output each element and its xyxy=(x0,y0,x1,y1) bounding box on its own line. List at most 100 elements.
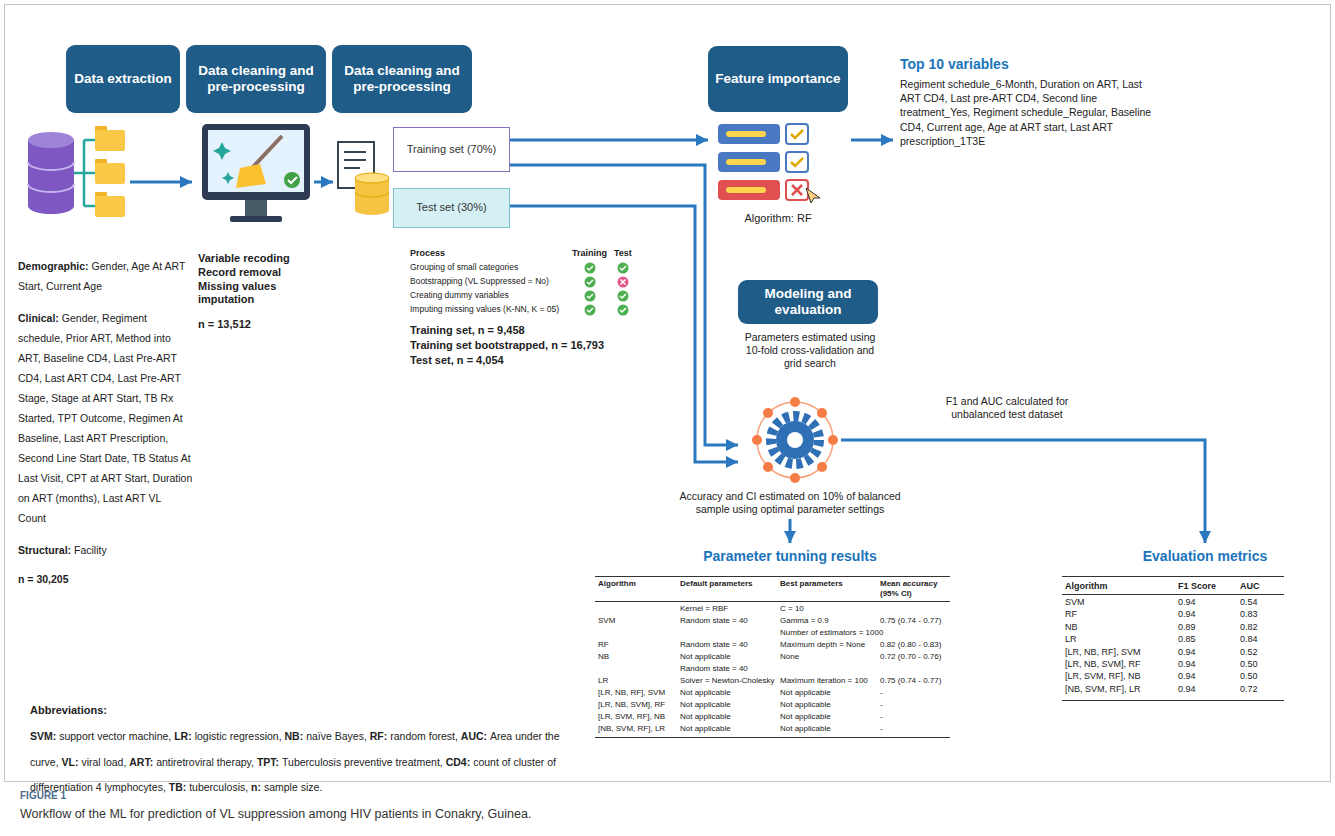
gear-icon xyxy=(763,408,773,418)
check-icons xyxy=(587,308,593,312)
database-icon xyxy=(28,198,74,214)
node-text: Training set (70%) xyxy=(407,143,496,157)
section-heading: Top 10 variables xyxy=(900,56,1120,74)
flow-arrow xyxy=(510,206,738,462)
table-cell: 0.52 xyxy=(1240,647,1290,658)
table-cell: Kernel = RBF xyxy=(680,604,778,614)
database-icon xyxy=(28,162,74,192)
table-cell: [NB, SVM, RF], LR xyxy=(1065,684,1173,695)
feature-icon xyxy=(726,187,766,193)
table-cell: SVM xyxy=(1065,597,1173,608)
check-icons xyxy=(620,308,626,312)
step-header: Feature importance xyxy=(708,46,848,208)
table-cell: 0.75 (0.74 - 0.77) xyxy=(880,616,950,626)
abbreviation: AUC: xyxy=(461,730,487,742)
text-group: Demographic:Gender, Age At ART Start, Cu… xyxy=(18,255,194,295)
table-header: F1 Score xyxy=(1178,581,1228,592)
check-icons xyxy=(585,291,596,302)
feature-icon xyxy=(786,124,808,144)
monitor-icon xyxy=(245,200,267,216)
feature-icon xyxy=(791,130,803,138)
feature-icon xyxy=(718,180,780,200)
table-cell: None xyxy=(780,652,879,662)
abbreviation: logistic regression, xyxy=(195,730,282,742)
table-cell: Number of estimators = 1000 xyxy=(780,628,879,638)
figure-number: FIGURE 1 xyxy=(20,790,220,803)
sample-size: n = 13,512 xyxy=(198,318,320,332)
table-cell: RF xyxy=(1065,609,1173,620)
table-cell: Not applicable xyxy=(680,712,778,722)
check-icons xyxy=(585,305,596,316)
check-icons xyxy=(618,291,629,302)
annotation: Accuracy and CI estimated on 10% of bala… xyxy=(670,490,910,516)
abbreviation: tuberculosis, xyxy=(189,781,248,793)
gear-icon xyxy=(790,473,800,483)
table-cell: [LR, NB, SVM], RF xyxy=(1065,659,1173,670)
flow-arrow xyxy=(789,519,792,543)
process-step: Bootstrapping (VL Suppressed = No) xyxy=(410,276,575,287)
figure-caption: Workflow of the ML for prediction of VL … xyxy=(20,807,1310,823)
abbreviation: sample size. xyxy=(264,781,322,793)
split-database-icon xyxy=(344,152,366,168)
table-cell: C = 10 xyxy=(780,604,879,614)
check-icons xyxy=(618,263,629,274)
table-cell: Maximum depth = None xyxy=(780,640,879,650)
abbreviation: SVM: xyxy=(30,730,56,742)
table-cell: 0.85 xyxy=(1178,634,1228,645)
node-text: Test set (30%) xyxy=(416,201,486,215)
table-cell: RF xyxy=(598,640,678,650)
table-cell: 0.94 xyxy=(1178,671,1228,682)
gear-icon xyxy=(817,462,827,472)
table-header: Default parameters xyxy=(680,579,778,589)
abbreviation: LR: xyxy=(174,730,192,742)
feature-icon xyxy=(718,152,780,172)
check-icons xyxy=(587,266,593,270)
node-text: Data cleaning and pre-processing xyxy=(191,63,321,95)
variable-list: Regiment schedule_6-Month, Duration on A… xyxy=(900,77,1162,148)
abbreviation: VL: xyxy=(62,756,79,768)
process-step: Grouping of small categories xyxy=(410,262,575,273)
step-header: Data cleaning and pre-processing xyxy=(186,45,326,113)
table-cell: 0.50 xyxy=(1240,671,1290,682)
table-cell: Not applicable xyxy=(780,712,879,722)
variable-list: Facility xyxy=(74,544,107,556)
table-cell: - xyxy=(880,688,950,698)
abbreviation: CD4: xyxy=(446,756,471,768)
category-label: Structural: xyxy=(18,544,71,556)
gear-icon xyxy=(828,435,838,445)
split-database-icon xyxy=(338,142,389,215)
section-heading: Parameter tunning results xyxy=(690,548,890,566)
abbreviation: RF: xyxy=(370,730,388,742)
node-text: Data cleaning and pre-processing xyxy=(337,63,467,95)
table-cell: Random state = 40 xyxy=(680,640,778,650)
section-heading: Evaluation metrics xyxy=(1105,548,1305,566)
table-cell: 0.89 xyxy=(1178,622,1228,633)
table-cell: 0.83 xyxy=(1240,609,1290,620)
table-cell: LR xyxy=(598,676,678,686)
node-text: Feature importance xyxy=(715,71,840,87)
connectors xyxy=(510,140,738,462)
monitor-icon xyxy=(202,124,310,200)
gear-icon xyxy=(776,421,814,459)
header-box: Feature importance xyxy=(708,46,848,112)
database-icon xyxy=(95,196,125,217)
flow-arrow xyxy=(130,181,192,184)
feature-icon xyxy=(786,180,808,200)
table-cell: LR xyxy=(1065,634,1173,645)
header-box: Modeling and evaluation xyxy=(738,280,878,324)
split-database-icon xyxy=(355,192,389,197)
monitor-icon xyxy=(284,172,300,188)
dataset-box: Test set (30%) xyxy=(393,188,510,228)
check-icons xyxy=(585,277,596,288)
sample-size: Training set, n = 9,458 xyxy=(410,324,650,338)
table-cell: 0.82 (0.80 - 0.83) xyxy=(880,640,950,650)
monitor-icon xyxy=(213,142,234,184)
check-icons xyxy=(585,263,629,316)
table-header: Test xyxy=(614,248,644,259)
annotation: F1 and AUC calculated for unbalanced tes… xyxy=(932,395,1082,421)
feature-icon xyxy=(786,152,808,172)
abbreviation: TPT: xyxy=(257,756,279,768)
feature-icon xyxy=(718,124,820,203)
text-group: Clinical:Gender, Regiment schedule, Prio… xyxy=(18,307,194,527)
